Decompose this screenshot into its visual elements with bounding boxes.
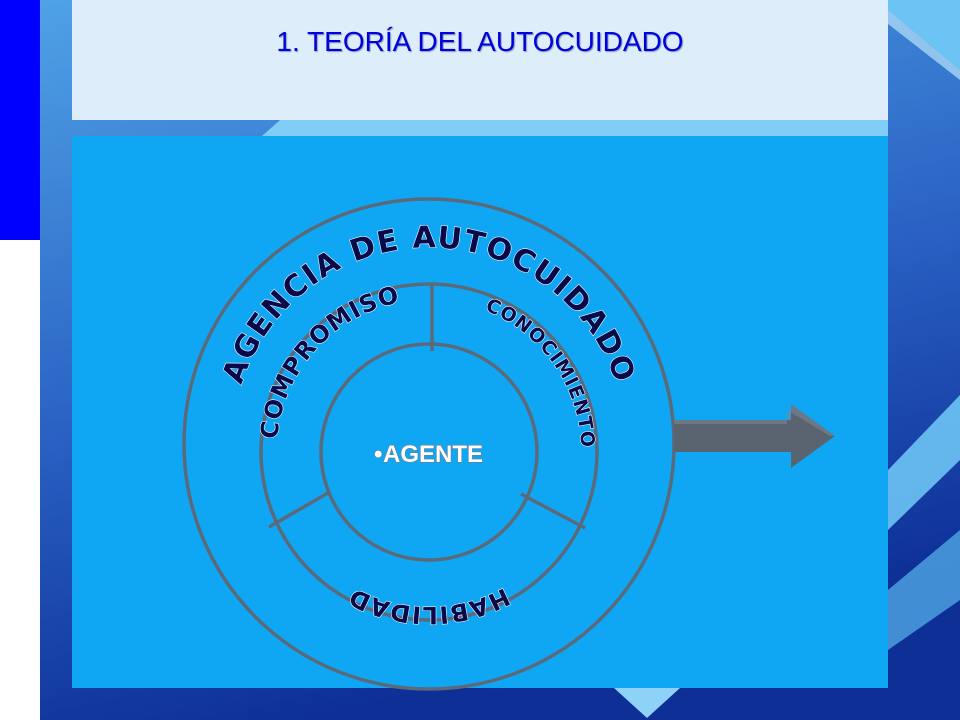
left-accent-bar xyxy=(0,0,40,240)
center-label-agente: AGENTE xyxy=(383,441,483,468)
title-box: 1. TEORÍA DEL AUTOCUIDADO xyxy=(72,0,888,120)
content-panel xyxy=(72,136,888,688)
slide-title: 1. TEORÍA DEL AUTOCUIDADO xyxy=(276,26,684,57)
center-bullet: • xyxy=(374,441,382,468)
right-arrow-icon xyxy=(674,404,835,468)
middle-ring xyxy=(259,282,599,622)
divider-left xyxy=(268,491,329,529)
segment-label-habilidad: HABILIDAD xyxy=(344,582,514,629)
divider-right xyxy=(520,492,586,530)
inner-ring xyxy=(319,342,539,562)
